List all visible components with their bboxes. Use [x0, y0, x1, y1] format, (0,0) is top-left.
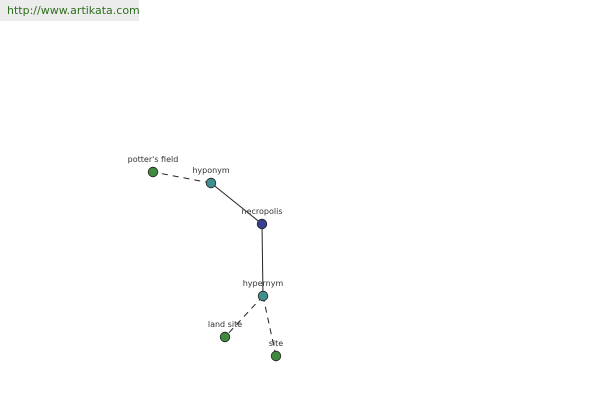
node-hyponym[interactable]: hyponym [192, 166, 230, 189]
node-dot-potters-field[interactable] [147, 166, 159, 178]
edge-necropolis-hyponym [210, 182, 263, 225]
node-label-hypernym: hypernym [243, 279, 284, 288]
edge-hyponym-potters-field [152, 171, 212, 184]
node-land-site[interactable]: land site [208, 320, 242, 343]
source-url-link[interactable]: http://www.artikata.com [0, 0, 140, 21]
node-label-necropolis: necropolis [242, 207, 283, 216]
node-dot-necropolis[interactable] [256, 218, 268, 230]
edge-hypernym-land-site [224, 295, 264, 338]
node-dot-hypernym[interactable] [257, 290, 269, 302]
node-hypernym[interactable]: hypernym [243, 279, 284, 302]
edges-layer [152, 171, 277, 357]
node-label-land-site: land site [208, 320, 242, 329]
node-site[interactable]: site [269, 339, 284, 362]
nodes-layer: necropolis hyponym potter's field hypernym l… [128, 155, 284, 362]
node-dot-land-site[interactable] [219, 331, 231, 343]
edge-necropolis-hypernym [261, 223, 264, 297]
node-dot-hyponym[interactable] [205, 177, 217, 189]
node-label-site: site [269, 339, 284, 348]
node-dot-site[interactable] [270, 350, 282, 362]
node-label-hyponym: hyponym [192, 166, 230, 175]
node-potters-field[interactable]: potter's field [128, 155, 179, 178]
node-label-potters-field: potter's field [128, 155, 179, 164]
node-necropolis[interactable]: necropolis [242, 207, 283, 230]
